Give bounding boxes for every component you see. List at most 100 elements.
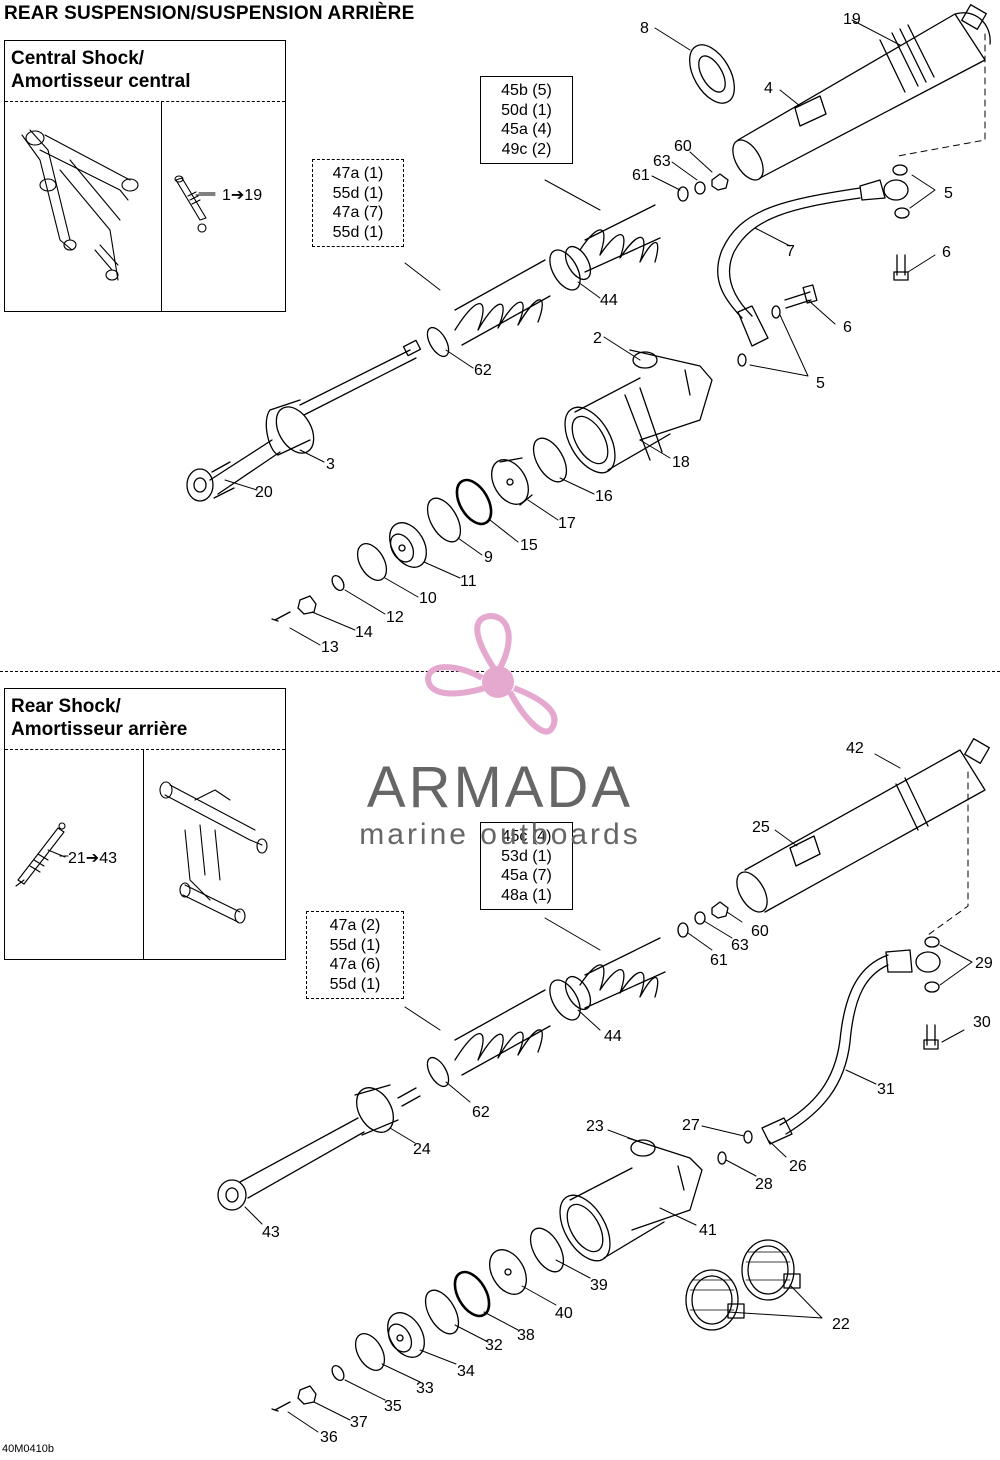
ring-part-32 [424, 1289, 460, 1335]
callout-35: 35 [384, 1398, 402, 1415]
callout-2: 2 [593, 330, 602, 347]
qty-line: 55d (1) [329, 936, 381, 954]
central-range-label: 1➔19 [222, 187, 262, 204]
washer-part-5 [771, 305, 781, 319]
callout-4: 4 [764, 80, 773, 97]
leader-lines-central [195, 19, 936, 646]
o-ring-part-15 [455, 478, 493, 526]
spring-upper [579, 204, 661, 273]
propeller-hub [482, 666, 514, 698]
inset-frame-sketch [21, 129, 139, 281]
callout-29: 29 [975, 955, 993, 972]
bolt-part-6 [893, 254, 909, 281]
callout-60: 60 [674, 138, 692, 155]
callout-5: 5 [944, 185, 953, 202]
qty-line: 53d (1) [501, 847, 552, 865]
callout-5-lower: 5 [816, 375, 825, 392]
hose-part-7 [717, 179, 886, 347]
rear-inset-title-line1: Rear Shock/ [11, 696, 121, 717]
sleeve-part-18 [564, 377, 671, 474]
sleeve-part-41 [559, 1167, 665, 1262]
callout-37: 37 [350, 1414, 368, 1431]
qty-box-central-top: 45b (5) 50d (1) 45a (4) 49c (2) [480, 76, 573, 164]
spring-guide-part-44 [549, 975, 592, 1021]
nut-part-60 [711, 901, 729, 919]
shaft-part-3 [209, 339, 422, 495]
diagram-code: 40M0410b [2, 1443, 54, 1455]
callout-15: 15 [520, 537, 538, 554]
shaft-part-24 [239, 1084, 421, 1199]
leader-lines-rear [47, 753, 973, 1433]
nut-part-14 [297, 595, 317, 615]
washer-part-63 [694, 911, 706, 925]
qty-line: 47a (1) [332, 165, 384, 182]
central-inset-title-line1: Central Shock/ [11, 48, 145, 69]
shock-body-part-19 [732, 4, 991, 181]
callout-22: 22 [832, 1316, 850, 1333]
qty-line: 45c (4) [501, 828, 552, 845]
callout-62: 62 [474, 362, 492, 379]
rear-shock-inset: Rear Shock/ Amortisseur arrière [4, 688, 286, 960]
callout-39: 39 [590, 1277, 608, 1294]
washer-part-35 [331, 1364, 345, 1382]
callout-12: 12 [386, 609, 404, 626]
callout-26: 26 [789, 1158, 807, 1175]
callout-44: 44 [600, 292, 618, 309]
spring-upper-rear [579, 937, 666, 1009]
screw-part-13 [271, 611, 291, 622]
callout-6-lower: 6 [843, 319, 852, 336]
o-ring-part-38 [453, 1270, 491, 1318]
label-sticker-part-25 [789, 835, 821, 867]
callout-34: 34 [457, 1363, 475, 1380]
callout-25: 25 [752, 819, 770, 836]
qty-line: 48a (1) [501, 886, 552, 904]
callout-30: 30 [973, 1014, 991, 1031]
callout-17: 17 [558, 515, 576, 532]
callout-44: 44 [604, 1028, 622, 1045]
qty-line: 55d (1) [329, 975, 381, 993]
callout-42: 42 [846, 740, 864, 757]
qty-line: 45a (7) [501, 867, 552, 884]
washer-part-5 [892, 164, 908, 176]
plate-part-62 [426, 326, 450, 358]
inset-small-shock [174, 175, 216, 233]
callout-43: 43 [262, 1224, 280, 1241]
rear-inset-title-line2: Amortisseur arrière [11, 719, 188, 740]
central-shock-inset: Central Shock/ Amortisseur central [4, 40, 286, 312]
propeller-logo-icon [424, 612, 558, 735]
qty-line: 55d (1) [332, 184, 384, 202]
qty-line: 47a (7) [332, 204, 384, 221]
page-title: REAR SUSPENSION/SUSPENSION ARRIÈRE [4, 3, 415, 24]
callout-8: 8 [640, 20, 649, 37]
callout-31: 31 [877, 1081, 895, 1098]
piston-part-17 [491, 457, 533, 506]
washer-part-63 [694, 181, 706, 195]
nut-part-37 [297, 1385, 317, 1405]
callout-19: 19 [843, 11, 861, 28]
plate-part-62 [426, 1056, 450, 1088]
callout-20: 20 [255, 484, 273, 501]
qty-line: 45b (5) [501, 82, 552, 99]
washer-part-5 [894, 207, 910, 219]
o-ring-part-16 [532, 437, 568, 483]
callout-61: 61 [710, 952, 728, 969]
rod-eye-part-20 [186, 461, 235, 502]
qty-box-rear-top: 45c (4) 53d (1) 45a (7) 48a (1) [480, 822, 573, 910]
callout-18: 18 [672, 454, 690, 471]
watermark-brand: ARMADA [366, 755, 634, 820]
rod-eye-part-43 [217, 1179, 247, 1211]
callout-36: 36 [320, 1429, 338, 1446]
qty-line: 50d (1) [501, 101, 552, 119]
washer-part-27 [743, 1130, 753, 1144]
callout-33: 33 [416, 1380, 434, 1397]
watermark-tagline: marine outboards [359, 818, 641, 851]
callout-7: 7 [786, 243, 795, 260]
callout-40: 40 [555, 1305, 573, 1322]
callout-63: 63 [731, 937, 749, 954]
callout-9: 9 [484, 549, 493, 566]
shock-body-part-23 [627, 1137, 703, 1231]
qty-line: 49c (2) [501, 140, 552, 158]
end-cap-part-11 [389, 522, 427, 568]
washer-part-28 [717, 1151, 727, 1165]
